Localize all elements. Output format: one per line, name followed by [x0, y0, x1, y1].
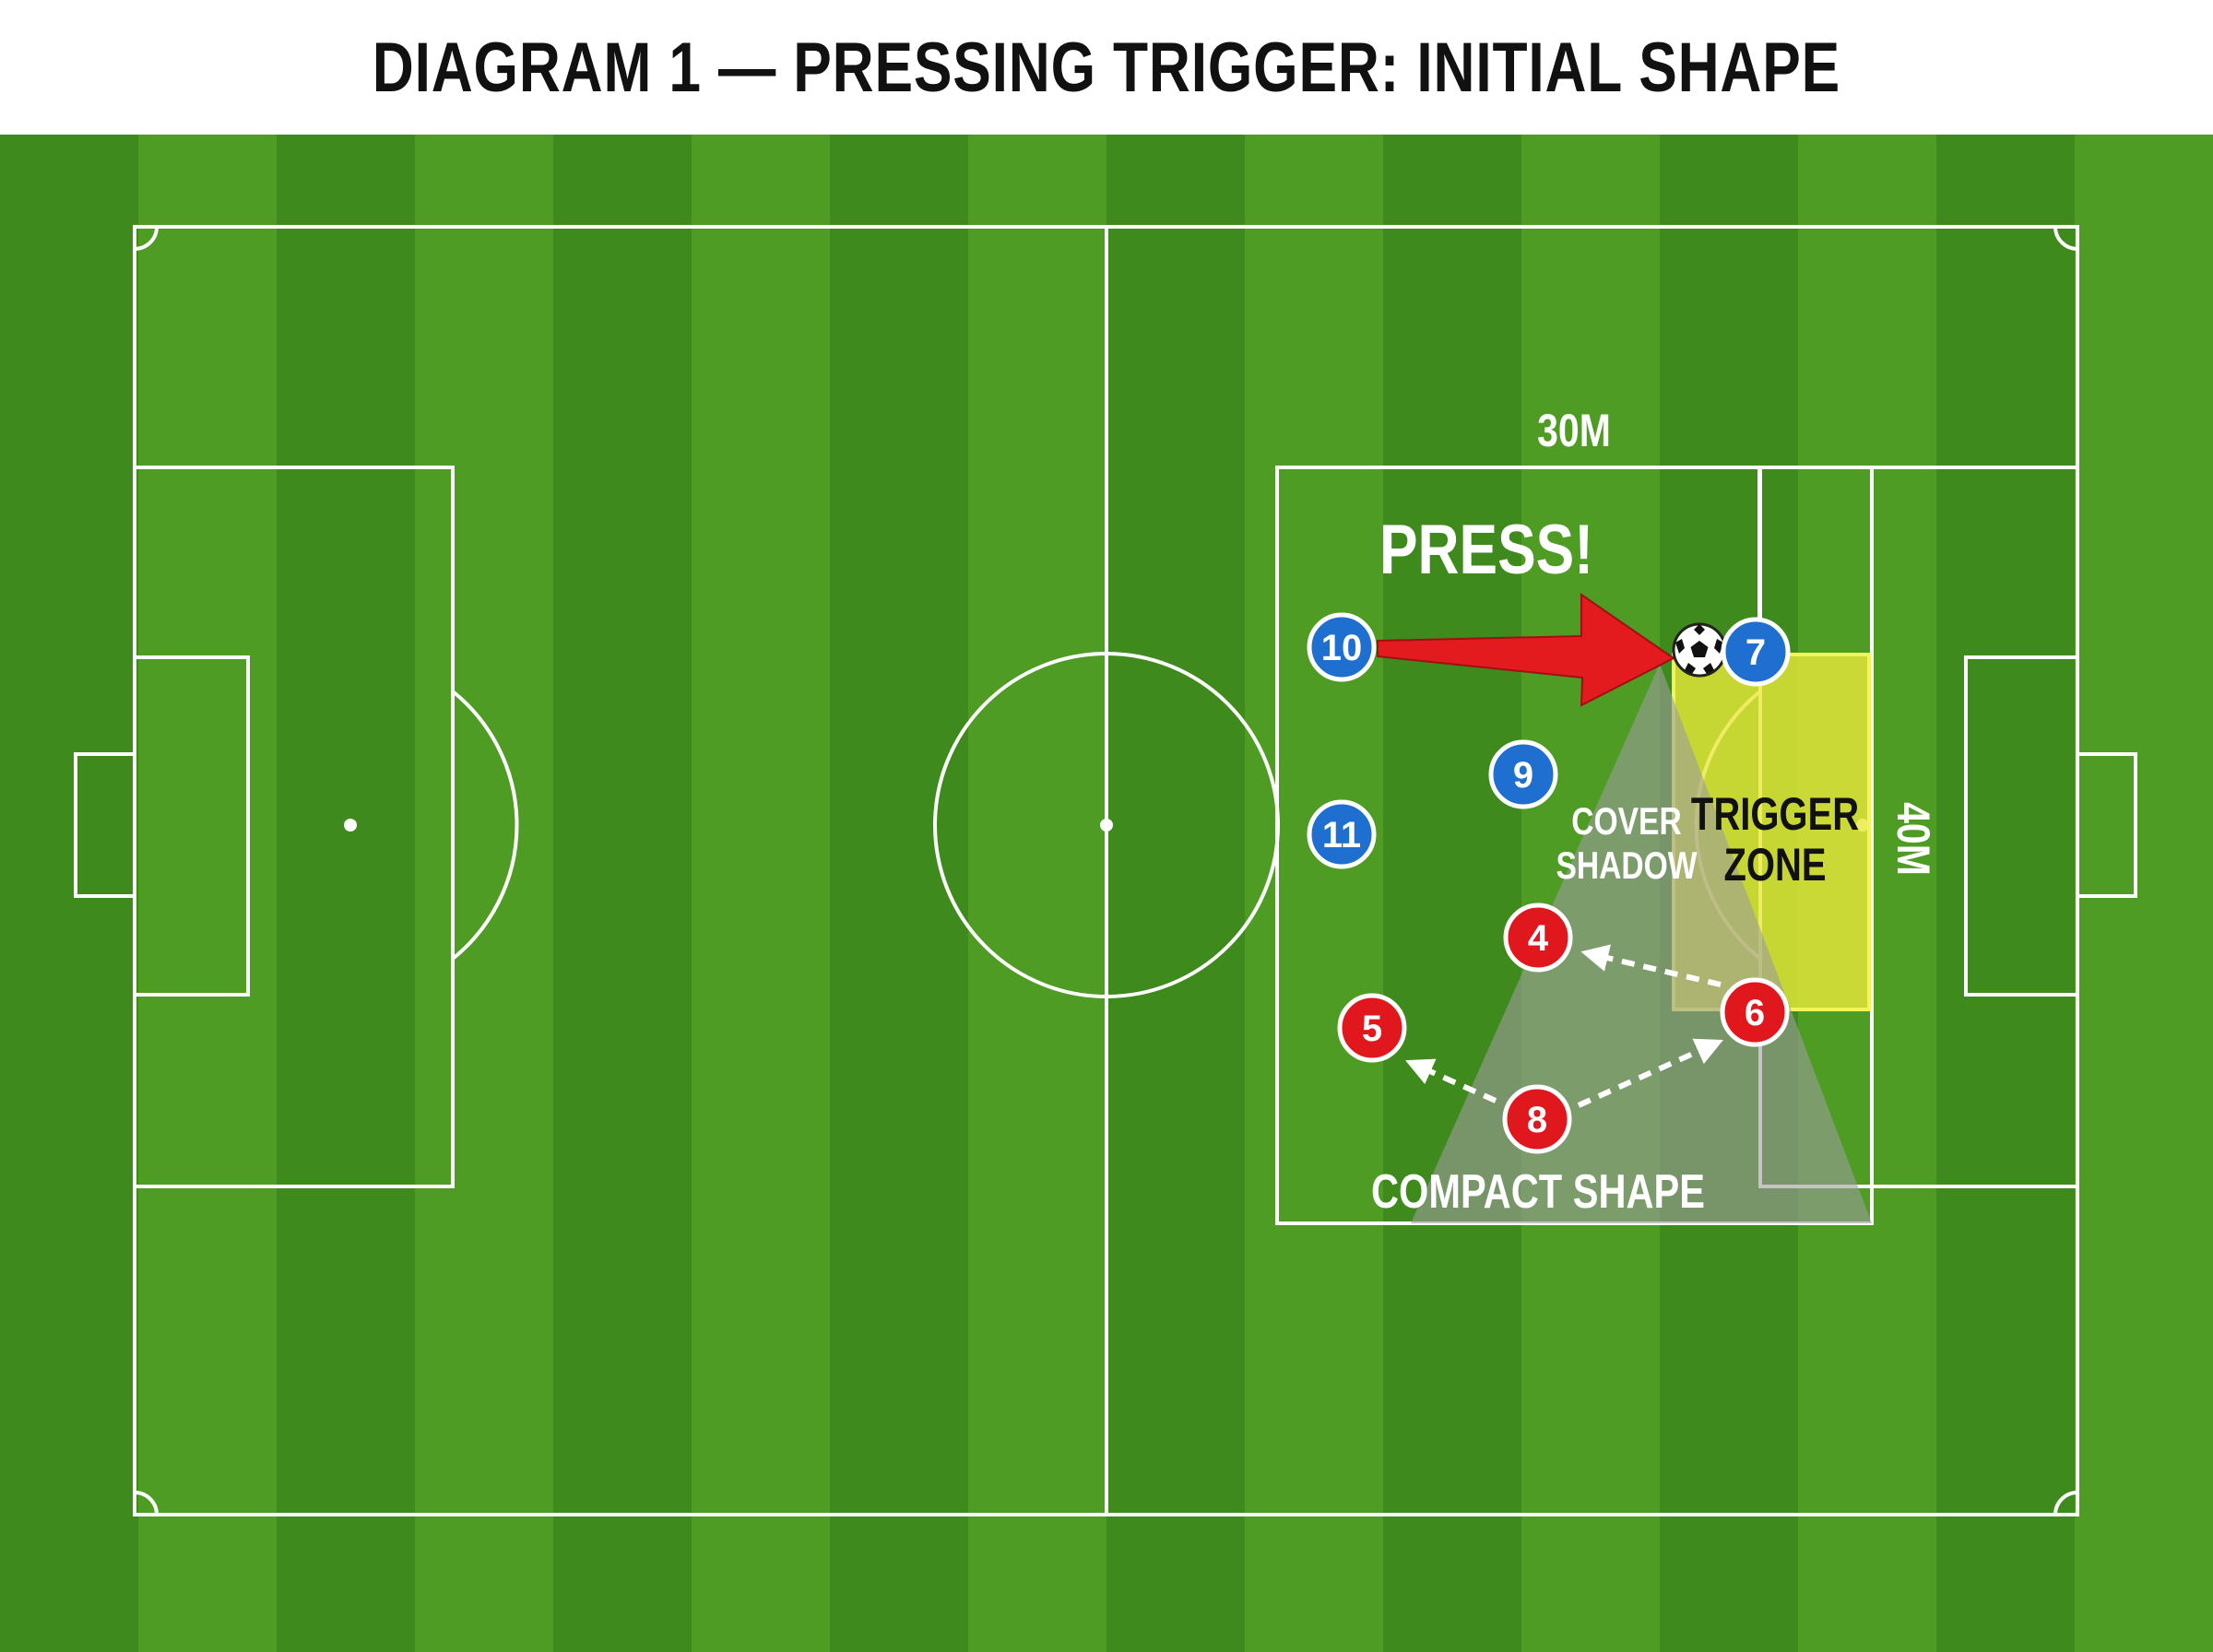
grass-stripe [553, 135, 692, 1652]
grass-stripe [1936, 135, 2076, 1652]
dashed-arrow-8-to-5 [1405, 1058, 1497, 1103]
corner-arc-br [2053, 1491, 2078, 1516]
blue-player-11: 11 [1307, 799, 1377, 869]
left-penalty-arc [451, 690, 519, 961]
red-player-4: 4 [1503, 903, 1573, 973]
blue-player-9: 9 [1488, 739, 1558, 809]
red-player-8: 8 [1502, 1084, 1572, 1154]
grass-stripe [415, 135, 554, 1652]
player-number: 5 [1362, 1009, 1382, 1049]
player-number: 10 [1321, 628, 1363, 668]
zone-length-label: 40M [1888, 802, 1939, 876]
cover-shadow-label-line2: SHADOW [1556, 845, 1698, 888]
pitch: 30M 40M PRESS! TRIGGER ZONE COVER SHADOW… [0, 135, 2213, 1652]
right-goal [2076, 752, 2137, 898]
grass-stripe [0, 135, 139, 1652]
player-number: 11 [1322, 815, 1361, 856]
player-number: 8 [1527, 1100, 1547, 1140]
center-spot [1100, 819, 1113, 832]
left-goal [74, 752, 136, 898]
dashed-arrow-8-to-6 [1577, 1038, 1723, 1108]
blue-player-10: 10 [1307, 612, 1377, 682]
grass-stripe [138, 135, 278, 1652]
left-penalty-spot [344, 819, 357, 832]
red-player-6: 6 [1720, 977, 1790, 1047]
corner-arc-tr [2053, 226, 2078, 251]
grass-stripe [1383, 135, 1522, 1652]
blue-player-7: 7 [1721, 617, 1791, 687]
trigger-zone-label-line2: ZONE [1723, 839, 1826, 891]
grass-stripes [0, 135, 2213, 1652]
diagram-title: DIAGRAM 1 — PRESSING TRIGGER: INITIAL SH… [372, 28, 1841, 107]
player-number: 9 [1513, 755, 1533, 796]
grass-stripe [830, 135, 969, 1652]
cover-shadow-label-line1: COVER [1571, 801, 1681, 844]
player-number: 7 [1746, 632, 1766, 673]
arrow-right-icon [1377, 593, 1675, 707]
trigger-zone-label-line1: TRIGGER [1691, 788, 1859, 840]
zone-width-label: 30M [1537, 405, 1611, 456]
grass-stripe [1106, 135, 1246, 1652]
compact-shape-label: COMPACT SHAPE [1371, 1164, 1705, 1219]
title-bar: DIAGRAM 1 — PRESSING TRIGGER: INITIAL SH… [0, 0, 2213, 135]
corner-arc-bl [134, 1491, 159, 1516]
corner-arc-tl [134, 226, 159, 251]
grass-stripe [968, 135, 1107, 1652]
red-player-5: 5 [1337, 993, 1407, 1063]
player-number: 4 [1528, 918, 1549, 959]
grass-stripe [1245, 135, 1384, 1652]
movement-arrows [1405, 944, 1723, 1108]
grass-stripe [277, 135, 416, 1652]
player-number: 6 [1745, 993, 1765, 1033]
grass-stripe [2075, 135, 2213, 1652]
grass-stripe [692, 135, 831, 1652]
cover-shadow [1411, 664, 1872, 1223]
press-label: PRESS! [1379, 510, 1593, 588]
soccer-ball-icon [1672, 622, 1727, 678]
